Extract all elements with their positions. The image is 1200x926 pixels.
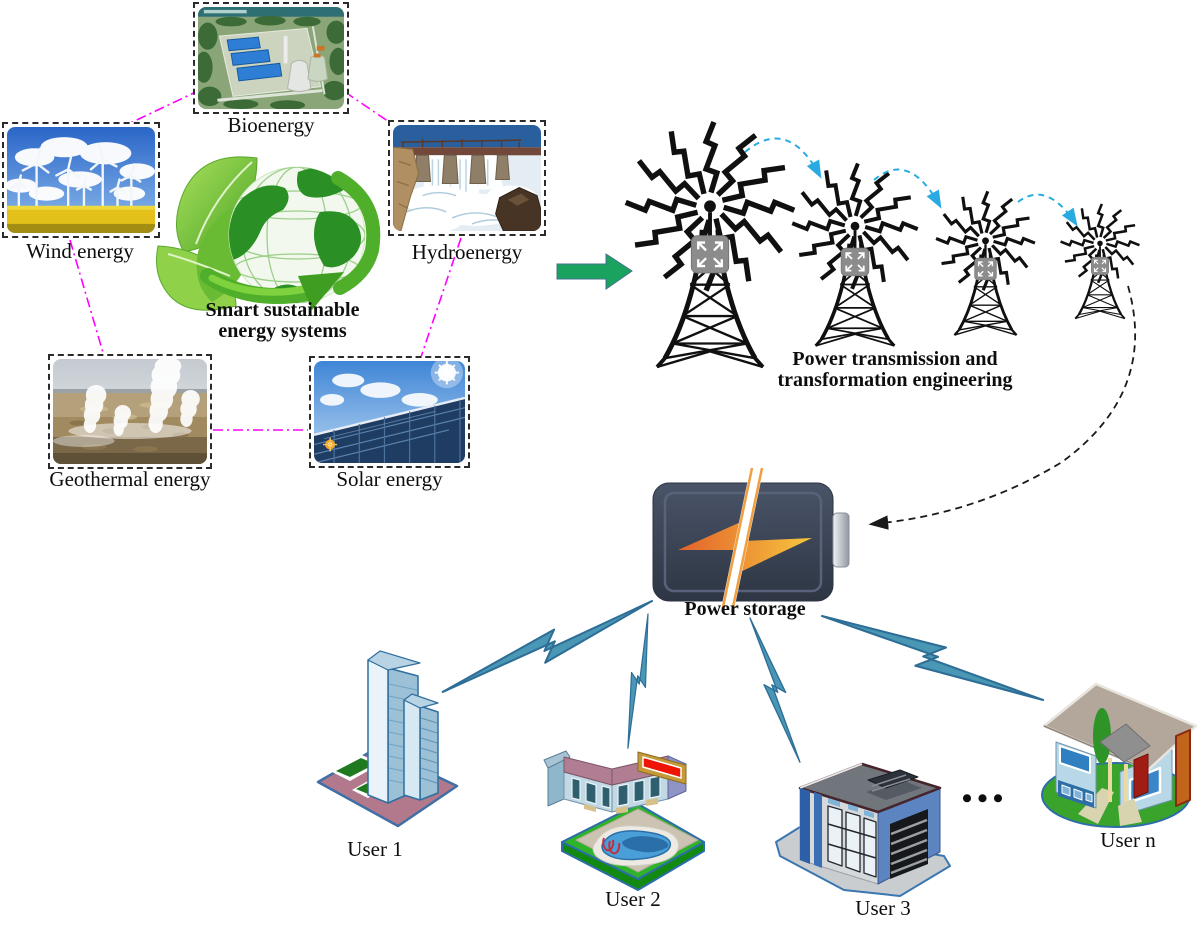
transmission-tower-2-icon <box>792 163 917 345</box>
hydroenergy-image <box>388 120 546 236</box>
sustainable-energy-logo-icon <box>156 156 381 311</box>
user3-building-icon <box>775 762 951 897</box>
user3-label: User 3 <box>855 896 911 920</box>
wind-energy-label: Wind energy <box>26 239 134 263</box>
wind-energy-image <box>2 122 160 238</box>
bioenergy-image <box>193 2 349 114</box>
power-storage-label: Power storage <box>684 598 806 620</box>
user1-label: User 1 <box>347 837 403 861</box>
transmission-tower-3-icon <box>934 189 1037 337</box>
hydroenergy-label: Hydroenergy <box>411 240 523 264</box>
usern-label: User n <box>1100 828 1156 852</box>
solar-energy-image <box>309 356 470 468</box>
flow-arrow-icon <box>556 253 633 290</box>
bioenergy-plant-illustration <box>198 7 344 109</box>
source-connectors <box>69 89 462 431</box>
route-to-storage-arrow <box>868 285 1136 530</box>
wireless-hop-arcs <box>744 137 1078 227</box>
solar-energy-label: Solar energy <box>336 467 443 491</box>
wind-farm-illustration <box>7 127 155 233</box>
center-system-label: Smart sustainable energy systems <box>205 299 360 343</box>
bolt-to-user3-icon <box>723 617 827 763</box>
hydro-dam-illustration <box>393 125 541 231</box>
transmission-tower-1-icon <box>626 122 795 367</box>
bioenergy-label: Bioenergy <box>227 113 315 137</box>
solar-panel-illustration <box>314 361 465 463</box>
user2-label: User 2 <box>605 887 661 911</box>
bolt-to-usern-icon <box>813 614 1052 702</box>
user2-building-icon <box>543 750 705 891</box>
transmission-tower-4-icon <box>1059 202 1141 320</box>
geothermal-field-illustration <box>53 359 207 464</box>
transmission-towers <box>626 122 1141 367</box>
ellipsis-more-users: ••• <box>961 782 1009 815</box>
geothermal-energy-label: Geothermal energy <box>49 467 211 491</box>
transmission-label: Power transmission and transformation en… <box>777 348 1013 392</box>
bolt-to-user1-icon <box>441 563 654 730</box>
battery-icon <box>652 466 850 614</box>
bolt-to-user2-icon <box>621 613 655 749</box>
usern-building-icon <box>1041 682 1198 828</box>
geothermal-energy-image <box>48 354 212 469</box>
user1-building-icon <box>316 650 459 828</box>
